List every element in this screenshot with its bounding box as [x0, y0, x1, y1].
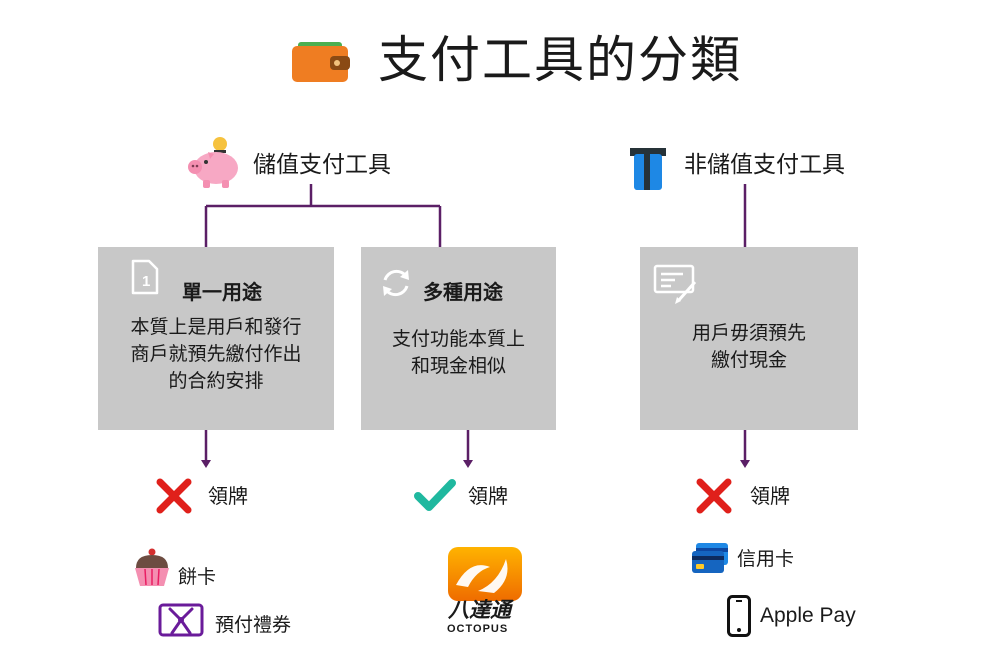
page-title: 支付工具的分類 — [378, 31, 742, 89]
smartphone-icon — [727, 595, 751, 637]
multi-purpose-box — [361, 247, 556, 430]
octopus-chinese-name: 八達通 — [448, 598, 511, 622]
octopus-logo — [446, 545, 524, 635]
cupcake-icon — [133, 548, 171, 588]
piggy-bank-icon — [186, 136, 244, 190]
multi-purpose-desc: 支付功能本質上 和現金相似 — [391, 328, 525, 377]
single-purpose-title: 單一用途 — [182, 280, 262, 304]
single-purpose-verdict: 領牌 — [208, 484, 248, 508]
example-credit-card: 信用卡 — [737, 548, 795, 570]
check-icon — [413, 478, 457, 514]
stored-value-label: 儲值支付工具 — [253, 152, 391, 178]
multi-purpose-verdict: 領牌 — [468, 484, 508, 508]
non-stored-value-label: 非儲值支付工具 — [684, 152, 845, 178]
non-stored-value-desc: 用戶毋須預先 繳付現金 — [691, 322, 806, 371]
cross-icon — [156, 478, 192, 514]
gift-voucher-icon — [158, 603, 204, 637]
example-cake-card: 餅卡 — [178, 566, 217, 588]
cross-icon — [696, 478, 732, 514]
refresh-icon — [379, 266, 413, 300]
single-purpose-desc: 本質上是用戶和發行 商戶就預先繳付作出 的合約安排 — [130, 316, 302, 392]
multi-purpose-title: 多種用途 — [423, 280, 503, 304]
octopus-english-name: OCTOPUS — [447, 623, 509, 635]
signed-cheque-icon — [653, 264, 699, 306]
document-one-icon: 1 — [131, 259, 159, 295]
credit-card-icon — [690, 541, 730, 577]
card-reader-icon — [630, 148, 666, 190]
example-apple-pay: Apple Pay — [760, 604, 856, 627]
non-stored-value-verdict: 領牌 — [750, 484, 790, 508]
svg-text:1: 1 — [142, 273, 150, 290]
example-prepaid-voucher: 預付禮券 — [215, 614, 292, 636]
wallet-icon — [292, 40, 352, 84]
non-stored-value-box — [640, 247, 858, 430]
single-purpose-box — [98, 247, 334, 430]
